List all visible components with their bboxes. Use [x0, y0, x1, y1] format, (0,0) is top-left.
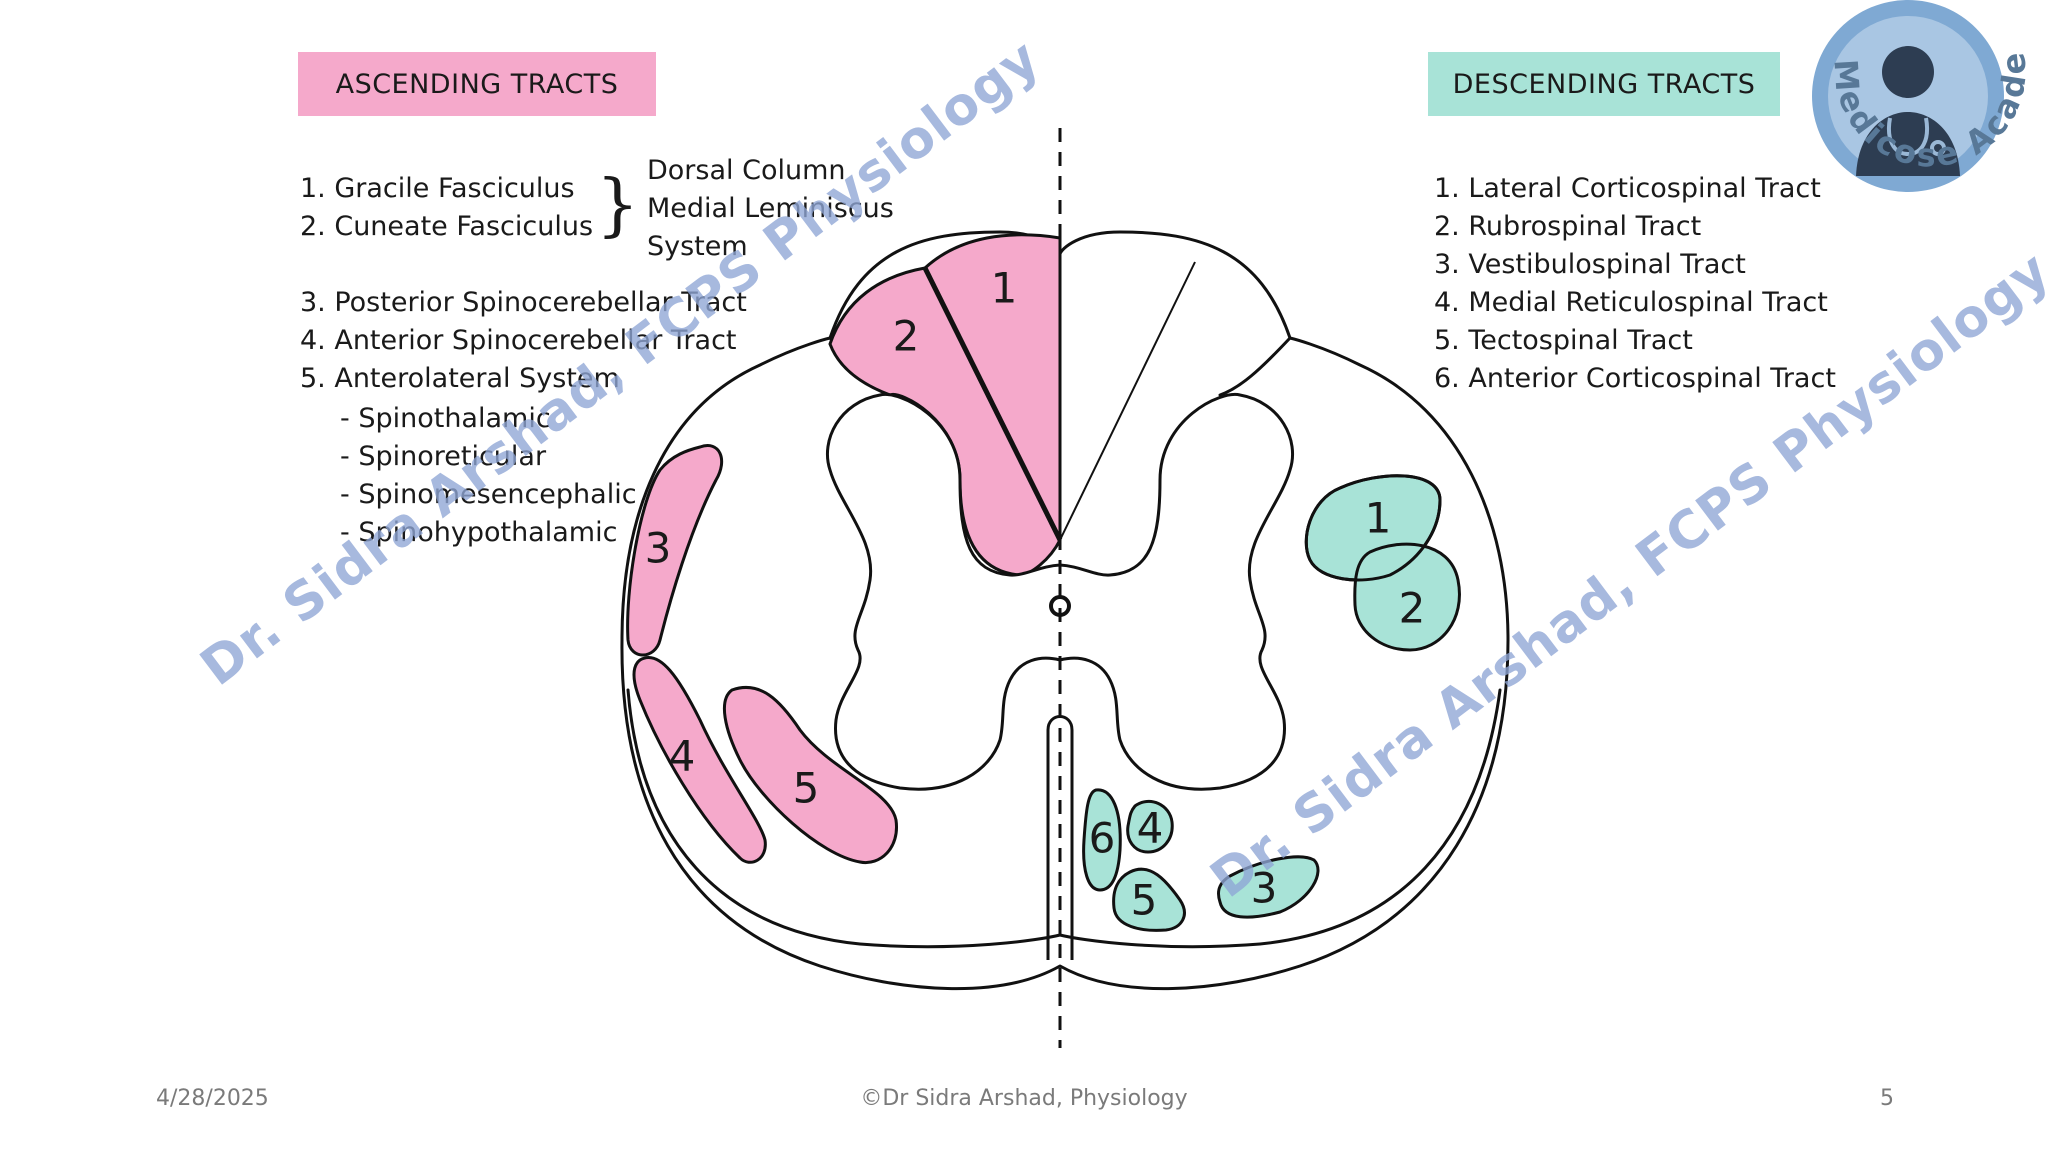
brace-label-line: Dorsal Column [647, 155, 846, 186]
label-asc-1: 1 [991, 264, 1018, 313]
descending-list: 1. Lateral Corticospinal Tract 2. Rubros… [1434, 170, 1836, 398]
label-asc-4: 4 [669, 732, 696, 781]
tract-desc-3 [1216, 855, 1320, 919]
tract-asc-3 [626, 444, 724, 657]
ascending-list-other: 3. Posterior Spinocerebellar Tract 4. An… [300, 284, 747, 398]
label-asc-3: 3 [645, 524, 672, 573]
tract-asc-5 [722, 685, 898, 865]
cord-bottom-inner [626, 688, 1502, 949]
footer-date: 4/28/2025 [156, 1086, 269, 1111]
page-number: 5 [1880, 1086, 1894, 1111]
right-dorsal-line [1059, 261, 1196, 541]
ascending-tracts-header: ASCENDING TRACTS [298, 52, 656, 116]
list-item: - Spinothalamic [340, 403, 551, 434]
list-item: 4. Medial Reticulospinal Tract [1434, 287, 1828, 318]
tract-desc-2 [1353, 542, 1461, 652]
list-item: - Spinomesencephalic [340, 479, 637, 510]
list-item: 1. Gracile Fasciculus [300, 173, 575, 204]
label-asc-5: 5 [793, 764, 820, 813]
tract-desc-5 [1112, 867, 1186, 932]
list-item: 2. Cuneate Fasciculus [300, 211, 594, 242]
list-item: - Spinoreticular [340, 441, 547, 472]
list-item: 3. Posterior Spinocerebellar Tract [300, 287, 747, 318]
label-desc-1: 1 [1365, 494, 1392, 543]
tract-desc-6 [1082, 788, 1122, 892]
brace-label-line: System [647, 231, 748, 262]
descending-tracts-header: DESCENDING TRACTS [1428, 52, 1780, 116]
list-item: 2. Rubrospinal Tract [1434, 211, 1702, 242]
stethoscope-icon [1887, 117, 1946, 157]
anterolateral-subitems: - Spinothalamic - Spinoreticular - Spino… [340, 400, 637, 552]
tract-1-2-divider [922, 266, 1063, 542]
list-item: 3. Vestibulospinal Tract [1434, 249, 1746, 280]
dorsal-column-label: Dorsal Column Medial Leminiscus System [647, 152, 894, 266]
ascending-tracts [626, 233, 1062, 865]
list-item: 1. Lateral Corticospinal Tract [1434, 173, 1821, 204]
list-item: 6. Anterior Corticospinal Tract [1434, 363, 1836, 394]
label-desc-3: 3 [1251, 864, 1278, 913]
doctor-avatar-icon [1856, 46, 1960, 176]
list-item: 5. Anterolateral System [300, 363, 620, 394]
list-item: 4. Anterior Spinocerebellar Tract [300, 325, 737, 356]
tract-desc-4 [1126, 799, 1174, 854]
dorsal-septum-right [1218, 336, 1292, 397]
label-desc-6: 6 [1089, 814, 1116, 863]
label-desc-4: 4 [1137, 804, 1164, 853]
tract-asc-4 [632, 656, 767, 864]
list-item: 5. Tectospinal Tract [1434, 325, 1693, 356]
medicose-academics-logo: Medicose Academics [1806, 0, 2031, 192]
list-item: - Spinohypothalamic [340, 517, 618, 548]
brace-symbol: } [596, 166, 640, 245]
label-desc-2: 2 [1399, 584, 1426, 633]
footer-credit: ©Dr Sidra Arshad, Physiology [860, 1086, 1188, 1111]
label-asc-2: 2 [893, 312, 920, 361]
descending-tracts [1082, 474, 1461, 932]
label-desc-5: 5 [1131, 876, 1158, 925]
brace-label-line: Medial Leminiscus [647, 193, 894, 224]
ascending-list-dorsal: 1. Gracile Fasciculus 2. Cuneate Fascicu… [300, 170, 593, 246]
